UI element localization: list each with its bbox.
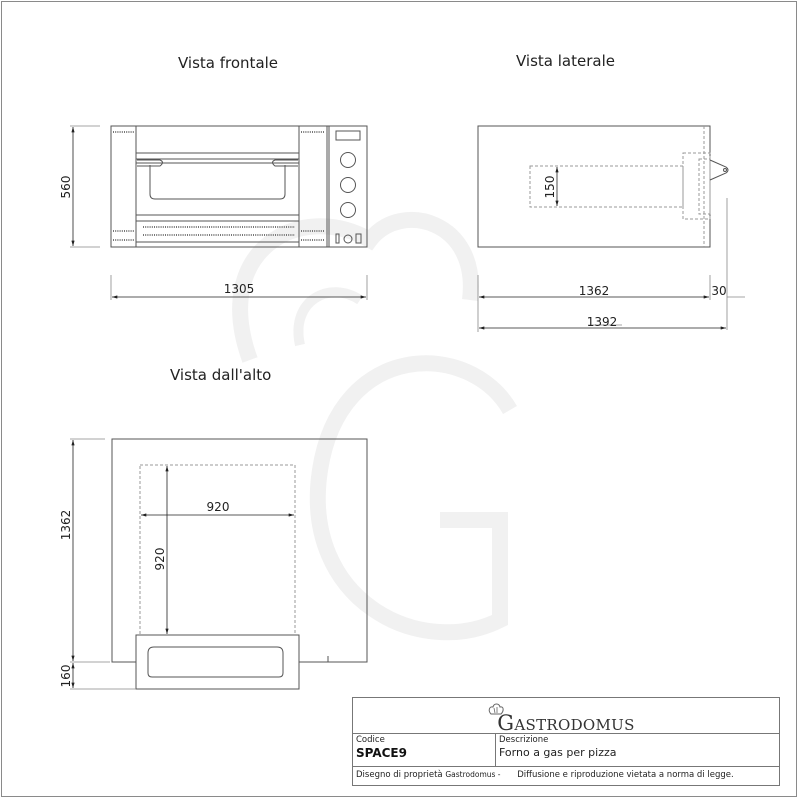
side-overall-dim: 1392: [587, 315, 618, 329]
code-cell: Codice SPACE9: [353, 734, 496, 766]
top-chamber-width-dim: 920: [207, 500, 230, 514]
top-view-dimensions: [70, 438, 294, 690]
front-view-dimensions: [70, 125, 368, 300]
code-label: Codice: [356, 735, 385, 745]
title-block: GASTRODOMUS Codice SPACE9 Descrizione Fo…: [352, 697, 780, 786]
gastrodomus-watermark-icon: [232, 212, 517, 641]
code-value: SPACE9: [356, 746, 407, 760]
top-chamber-depth-dim: 920: [153, 548, 167, 571]
side-flue-dim: 150: [543, 176, 557, 199]
ownership-notice: Disegno di proprietà Gastrodomus - Diffu…: [356, 770, 734, 780]
top-view-title: Vista dall'alto: [170, 366, 272, 384]
top-door-dim: 160: [59, 665, 73, 688]
front-height-dim: 560: [59, 176, 73, 199]
description-cell: Descrizione Forno a gas per pizza: [496, 734, 779, 766]
top-depth-dim: 1362: [59, 510, 73, 541]
description-label: Descrizione: [499, 735, 549, 745]
side-handle-dim: 30: [711, 284, 726, 298]
side-view: [477, 125, 729, 248]
logo-area: GASTRODOMUS: [353, 698, 779, 735]
front-view: [110, 125, 368, 248]
top-view: [111, 438, 368, 690]
side-depth-dim: 1362: [579, 284, 610, 298]
front-view-title: Vista frontale: [178, 54, 279, 72]
chef-hat-icon: [488, 703, 504, 715]
side-view-title: Vista laterale: [516, 52, 615, 70]
side-view-dimensions: [477, 167, 745, 332]
brand-logo: GASTRODOMUS: [497, 711, 635, 735]
description-value: Forno a gas per pizza: [499, 746, 617, 759]
front-width-dim: 1305: [224, 282, 255, 296]
